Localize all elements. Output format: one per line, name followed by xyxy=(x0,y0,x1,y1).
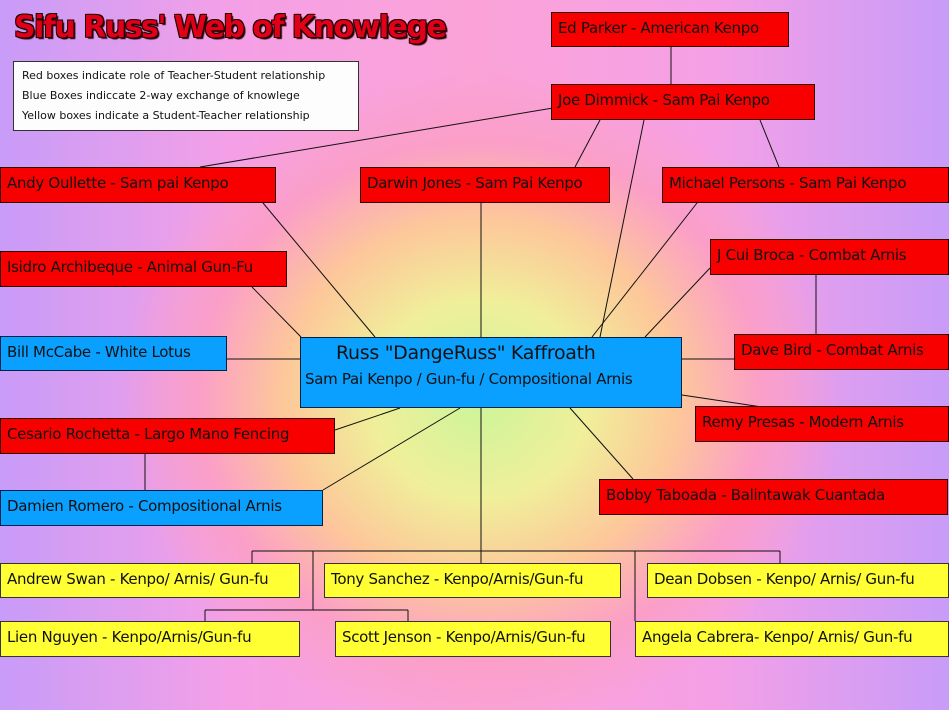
legend: Red boxes indicate role of Teacher-Stude… xyxy=(13,61,359,131)
node-lien-nguyen: Lien Nguyen - Kenpo/Arnis/Gun-fu xyxy=(0,621,300,657)
legend-blue: Blue Boxes indiccate 2-way exchange of k… xyxy=(22,89,300,102)
node-damien-romero: Damien Romero - Compositional Arnis xyxy=(0,490,323,526)
node-michael-persons: Michael Persons - Sam Pai Kenpo xyxy=(662,167,949,203)
node-j-cui-broca: J Cui Broca - Combat Arnis xyxy=(710,239,949,275)
node-andy-oullette: Andy Oullette - Sam pai Kenpo xyxy=(0,167,276,203)
node-andrew-swan: Andrew Swan - Kenpo/ Arnis/ Gun-fu xyxy=(0,563,300,598)
node-joe-dimmick: Joe Dimmick - Sam Pai Kenpo xyxy=(551,84,815,120)
node-bill-mccabe: Bill McCabe - White Lotus xyxy=(0,336,227,371)
node-tony-sanchez: Tony Sanchez - Kenpo/Arnis/Gun-fu xyxy=(324,563,621,598)
page-title: Sifu Russ' Web of Knowlege xyxy=(14,10,447,45)
node-darwin-jones: Darwin Jones - Sam Pai Kenpo xyxy=(360,167,610,203)
node-angela-cabrera: Angela Cabrera- Kenpo/ Arnis/ Gun-fu xyxy=(635,621,949,657)
node-ed-parker: Ed Parker - American Kenpo xyxy=(551,12,789,47)
node-dave-bird: Dave Bird - Combat Arnis xyxy=(734,334,949,370)
center-styles: Sam Pai Kenpo / Gun-fu / Compositional A… xyxy=(305,370,633,388)
node-scott-jenson: Scott Jenson - Kenpo/Arnis/Gun-fu xyxy=(335,621,611,657)
legend-red: Red boxes indicate role of Teacher-Stude… xyxy=(22,69,326,82)
node-cesario-rochetta: Cesario Rochetta - Largo Mano Fencing xyxy=(0,418,335,454)
center-name: Russ "DangeRuss" Kaffroath xyxy=(336,342,596,364)
legend-yellow: Yellow boxes indicate a Student-Teacher … xyxy=(22,109,310,122)
node-remy-presas: Remy Presas - Modern Arnis xyxy=(695,406,949,442)
node-dean-dobsen: Dean Dobsen - Kenpo/ Arnis/ Gun-fu xyxy=(647,563,949,598)
node-bobby-taboada: Bobby Taboada - Balintawak Cuantada xyxy=(599,479,948,515)
node-center-russ: Russ "DangeRuss" Kaffroath Sam Pai Kenpo… xyxy=(300,337,682,408)
node-isidro-archibeque: Isidro Archibeque - Animal Gun-Fu xyxy=(0,251,287,287)
